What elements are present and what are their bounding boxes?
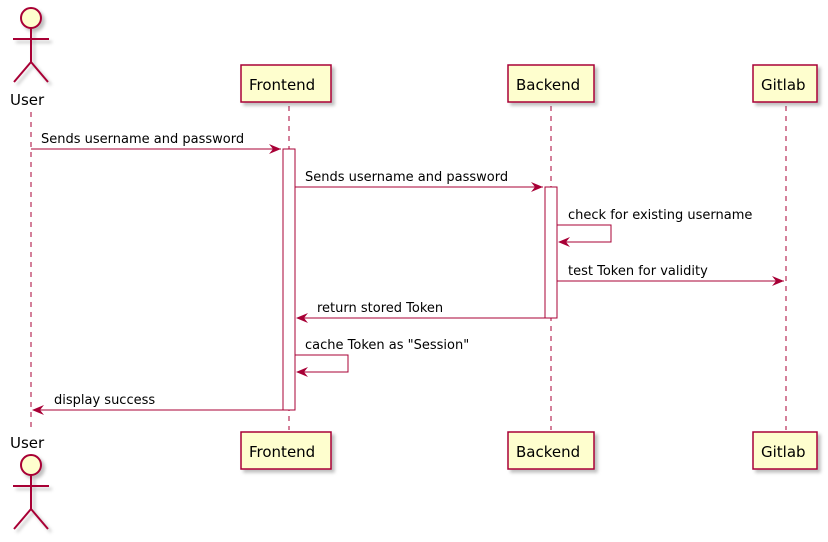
participants-bottom: User Frontend Backend Gitlab <box>10 431 818 530</box>
actor-label-user-top: User <box>10 91 45 109</box>
participants-top: User Frontend Backend Gitlab <box>10 7 818 109</box>
participant-frontend-bottom: Frontend <box>240 431 332 470</box>
activation-bar-frontend <box>282 148 296 411</box>
actor-user-bottom: User <box>10 434 49 530</box>
actor-icon <box>13 7 49 83</box>
participant-box <box>752 64 818 103</box>
arrowhead <box>558 237 570 247</box>
message-label: Sends username and password <box>305 170 508 185</box>
participant-label-gitlab-bottom: Gitlab <box>761 443 806 461</box>
participant-gitlab-bottom: Gitlab <box>752 431 818 470</box>
message-label: test Token for validity <box>568 264 708 279</box>
message-label: Sends username and password <box>41 132 244 147</box>
message-1: Sends username and password <box>31 132 281 154</box>
message-self-line <box>295 354 349 373</box>
participant-box <box>240 431 332 470</box>
participant-label-gitlab-top: Gitlab <box>761 76 806 94</box>
arrowhead <box>269 144 281 154</box>
participant-label-backend-top: Backend <box>516 76 580 94</box>
message-6: cache Token as "Session" <box>295 338 469 377</box>
message-label: check for existing username <box>568 208 752 223</box>
message-label: cache Token as "Session" <box>305 338 469 353</box>
actor-icon <box>13 454 49 530</box>
message-self-line <box>557 224 612 243</box>
arrowhead <box>772 276 784 286</box>
activations <box>282 148 558 411</box>
message-4: test Token for validity <box>557 264 784 286</box>
message-label: return stored Token <box>317 301 443 316</box>
participant-box <box>507 64 595 103</box>
message-2: Sends username and password <box>295 170 543 192</box>
participant-label-frontend-top: Frontend <box>249 76 315 94</box>
participant-box <box>752 431 818 470</box>
message-label: display success <box>54 393 155 408</box>
message-7: display success <box>32 393 283 415</box>
participant-box <box>240 64 332 103</box>
participant-frontend-top: Frontend <box>240 64 332 103</box>
arrowhead <box>32 405 44 415</box>
messages: Sends username and password Sends userna… <box>31 132 784 415</box>
participant-gitlab-top: Gitlab <box>752 64 818 103</box>
participant-label-frontend-bottom: Frontend <box>249 443 315 461</box>
participant-backend-top: Backend <box>507 64 595 103</box>
arrowhead <box>296 313 308 323</box>
participant-label-backend-bottom: Backend <box>516 443 580 461</box>
participant-box <box>507 431 595 470</box>
arrowhead <box>296 367 308 377</box>
arrowhead <box>531 182 543 192</box>
message-3: check for existing username <box>557 208 752 247</box>
actor-label-user-bottom: User <box>10 434 45 452</box>
message-5: return stored Token <box>296 301 545 323</box>
activation-bar-backend <box>544 186 558 319</box>
actor-user-top: User <box>10 7 49 109</box>
participant-backend-bottom: Backend <box>507 431 595 470</box>
